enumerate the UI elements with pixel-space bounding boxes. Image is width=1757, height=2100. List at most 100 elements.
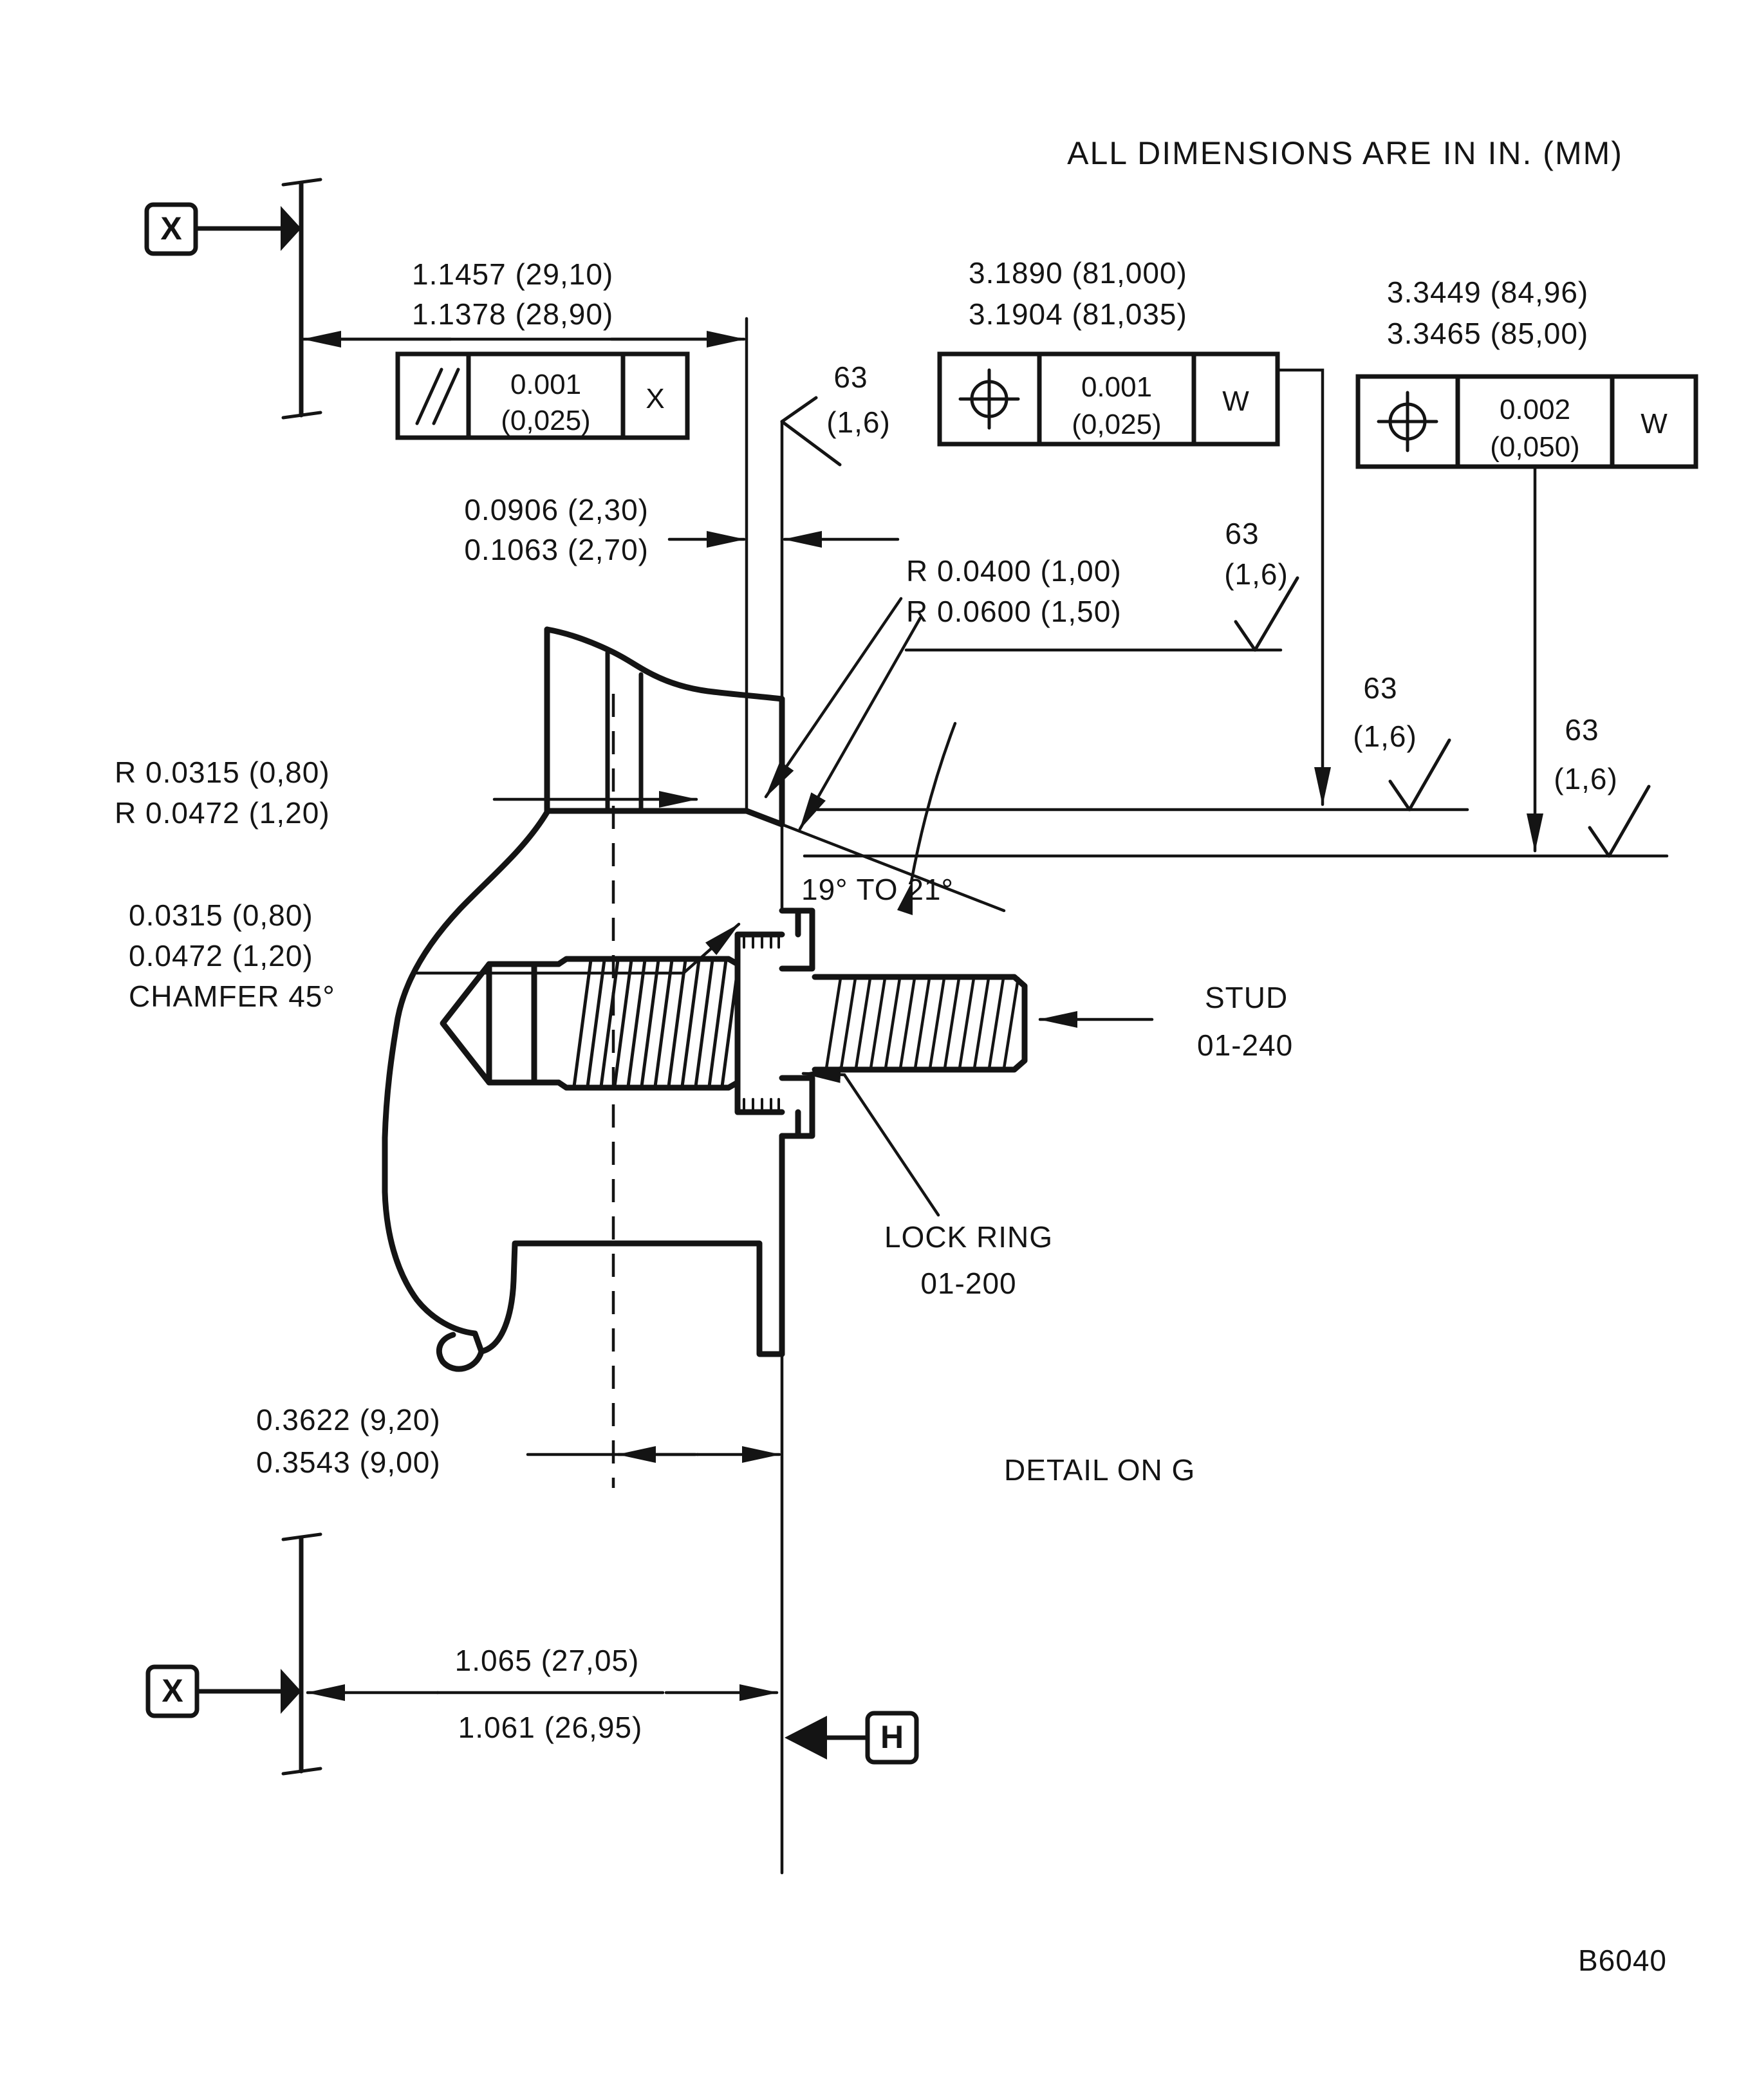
reference-lines <box>611 317 784 1875</box>
datum-x-bottom-triangle <box>281 1669 301 1714</box>
taper-extension-line <box>780 822 1006 913</box>
finish-check-icon <box>1588 826 1611 858</box>
dim-flange-line2: 1.061 (26,95) <box>458 1711 643 1744</box>
svg-text:63: 63 <box>1565 713 1599 747</box>
dim-bore-line2: 3.1904 (81,035) <box>969 297 1187 331</box>
surface-finish-3: 63 (1,6) <box>1353 671 1451 812</box>
dim-offset-line1: 0.3622 (9,20) <box>256 1403 441 1436</box>
datum-h-box <box>865 1711 919 1765</box>
stud-outline <box>440 931 1028 1115</box>
dim-offset-line2: 0.3543 (9,00) <box>256 1445 441 1479</box>
datum-x-bottom-label: X <box>162 1673 183 1709</box>
dim-taper-radius-line2: R 0.0600 (1,50) <box>906 595 1122 628</box>
fcf-position-bore: 0.001 (0,025) W <box>937 351 1331 806</box>
dim-flange-thickness: 1.065 (27,05) 1.061 (26,95) <box>306 1644 779 1744</box>
taper-radius-leader-1 <box>764 597 903 799</box>
thread-hatching-left <box>572 958 741 1088</box>
finish-check-icon <box>1388 779 1411 812</box>
dim-pilot-line1: 3.3449 (84,96) <box>1387 275 1588 309</box>
thread-hatching-right <box>824 976 1020 1070</box>
svg-text:(1,6): (1,6) <box>826 405 891 439</box>
datum-x-top-label: X <box>160 210 181 246</box>
svg-text:63: 63 <box>1225 517 1259 550</box>
fcf-pos1-leader <box>1276 368 1331 806</box>
break-line-top <box>544 626 785 702</box>
position-icon <box>1377 391 1438 452</box>
dim-chamfer-line2: 0.0472 (1,20) <box>129 939 313 972</box>
dim-bore: 3.1890 (81,000) 3.1904 (81,035) <box>969 256 1187 331</box>
angle-arrow <box>897 880 913 915</box>
fcf-parallelism: 0.001 (0,025) X <box>395 351 690 440</box>
dim-seat-protrusion: 0.0906 (2,30) 0.1063 (2,70) <box>464 493 900 566</box>
dim-hub-width-line1: 1.1457 (29,10) <box>412 257 613 291</box>
hub-bottom-profile <box>478 1240 785 1357</box>
fcf-pos1-value: 0.001 <box>1081 371 1152 403</box>
fcf-parallelism-value: 0.001 <box>510 369 581 400</box>
fcf-pos1-metric: (0,025) <box>1072 409 1161 440</box>
label-stud-line2: 01-240 <box>1197 1028 1293 1062</box>
hub-outline <box>382 626 785 1372</box>
surface-finish-1: 63 (1,6) <box>780 360 891 467</box>
dim-chamfer-line1: 0.0315 (0,80) <box>129 898 313 932</box>
datum-h-label: H <box>880 1719 904 1755</box>
serration-ticks <box>743 933 780 1113</box>
svg-text:63: 63 <box>833 360 868 394</box>
dim-pilot-line2: 3.3465 (85,00) <box>1387 317 1588 350</box>
datum-x-bottom: X <box>145 1532 322 1776</box>
label-lock-ring-line1: LOCK RING <box>884 1220 1053 1254</box>
fcf-parallelism-datum: X <box>646 383 664 414</box>
svg-text:(1,6): (1,6) <box>1224 557 1288 591</box>
datum-x-top: X <box>144 178 322 420</box>
dim-gap-line1: 0.0906 (2,30) <box>464 493 649 526</box>
surface-lines-right <box>780 648 1669 913</box>
parallelism-icon <box>415 367 443 425</box>
drawing-title: ALL DIMENSIONS ARE IN IN. (MM) <box>1067 135 1623 171</box>
fcf-pos1-datum: W <box>1222 386 1249 417</box>
datum-x-top-triangle <box>281 206 301 251</box>
svg-text:(1,6): (1,6) <box>1353 720 1417 753</box>
angle-arc <box>909 721 957 884</box>
fcf-parallelism-metric: (0,025) <box>501 405 590 436</box>
lock-ring-leader <box>801 1066 940 1217</box>
detail-note: DETAIL ON G <box>1004 1453 1195 1487</box>
fcf-pos2-datum: W <box>1641 408 1668 440</box>
svg-text:(1,6): (1,6) <box>1554 762 1618 795</box>
finish-check-icon <box>780 396 818 423</box>
datum-h-triangle <box>785 1716 827 1760</box>
finish-check-icon <box>1234 620 1257 652</box>
dim-chamfer-line3: CHAMFER 45° <box>129 980 335 1013</box>
dim-chamfer: 0.0315 (0,80) 0.0472 (1,20) CHAMFER 45° <box>129 898 741 1013</box>
svg-text:63: 63 <box>1363 671 1397 705</box>
dim-gap-line2: 0.1063 (2,70) <box>464 533 649 566</box>
dim-hub-width: 1.1457 (29,10) 1.1378 (28,90) <box>302 257 746 348</box>
label-stud: STUD 01-240 <box>1038 981 1293 1062</box>
dim-hub-width-line2: 1.1378 (28,90) <box>412 297 613 331</box>
taper-radius-leader-2 <box>798 616 922 831</box>
chamfer-leader <box>415 922 741 975</box>
dim-fillet-radius: R 0.0315 (0,80) R 0.0472 (1,20) <box>115 756 698 830</box>
dim-flange-line1: 1.065 (27,05) <box>455 1644 640 1677</box>
label-lock-ring-line2: 01-200 <box>920 1267 1016 1300</box>
surface-finish-2: 63 (1,6) <box>1224 517 1299 652</box>
lock-ring-outline <box>779 907 815 1139</box>
label-lock-ring: LOCK RING 01-200 <box>801 1066 1053 1300</box>
dim-bore-line1: 3.1890 (81,000) <box>969 256 1187 290</box>
hub-left-profile <box>382 809 550 1372</box>
dim-fillet-line2: R 0.0472 (1,20) <box>115 796 330 830</box>
label-stud-line1: STUD <box>1205 981 1288 1014</box>
position-icon <box>958 368 1020 430</box>
stud-threaded-end <box>812 974 1028 1073</box>
fcf-position-pilot: 0.002 (0,050) W <box>1355 374 1698 853</box>
dim-seat-angle: 19° TO 21° <box>801 721 957 915</box>
dim-fillet-line1: R 0.0315 (0,80) <box>115 756 330 789</box>
dim-seat-angle-label: 19° TO 21° <box>801 873 954 906</box>
dim-face-offset: 0.3622 (9,20) 0.3543 (9,00) <box>256 1403 781 1479</box>
fcf-pos2-metric: (0,050) <box>1490 431 1579 463</box>
dim-pilot: 3.3449 (84,96) 3.3465 (85,00) <box>1387 275 1588 350</box>
fcf-pos2-value: 0.002 <box>1500 394 1570 425</box>
dim-taper-radius: R 0.0400 (1,00) R 0.0600 (1,50) <box>764 554 1122 831</box>
surface-finish-4: 63 (1,6) <box>1554 713 1651 858</box>
drawing-number: B6040 <box>1578 1944 1667 1977</box>
